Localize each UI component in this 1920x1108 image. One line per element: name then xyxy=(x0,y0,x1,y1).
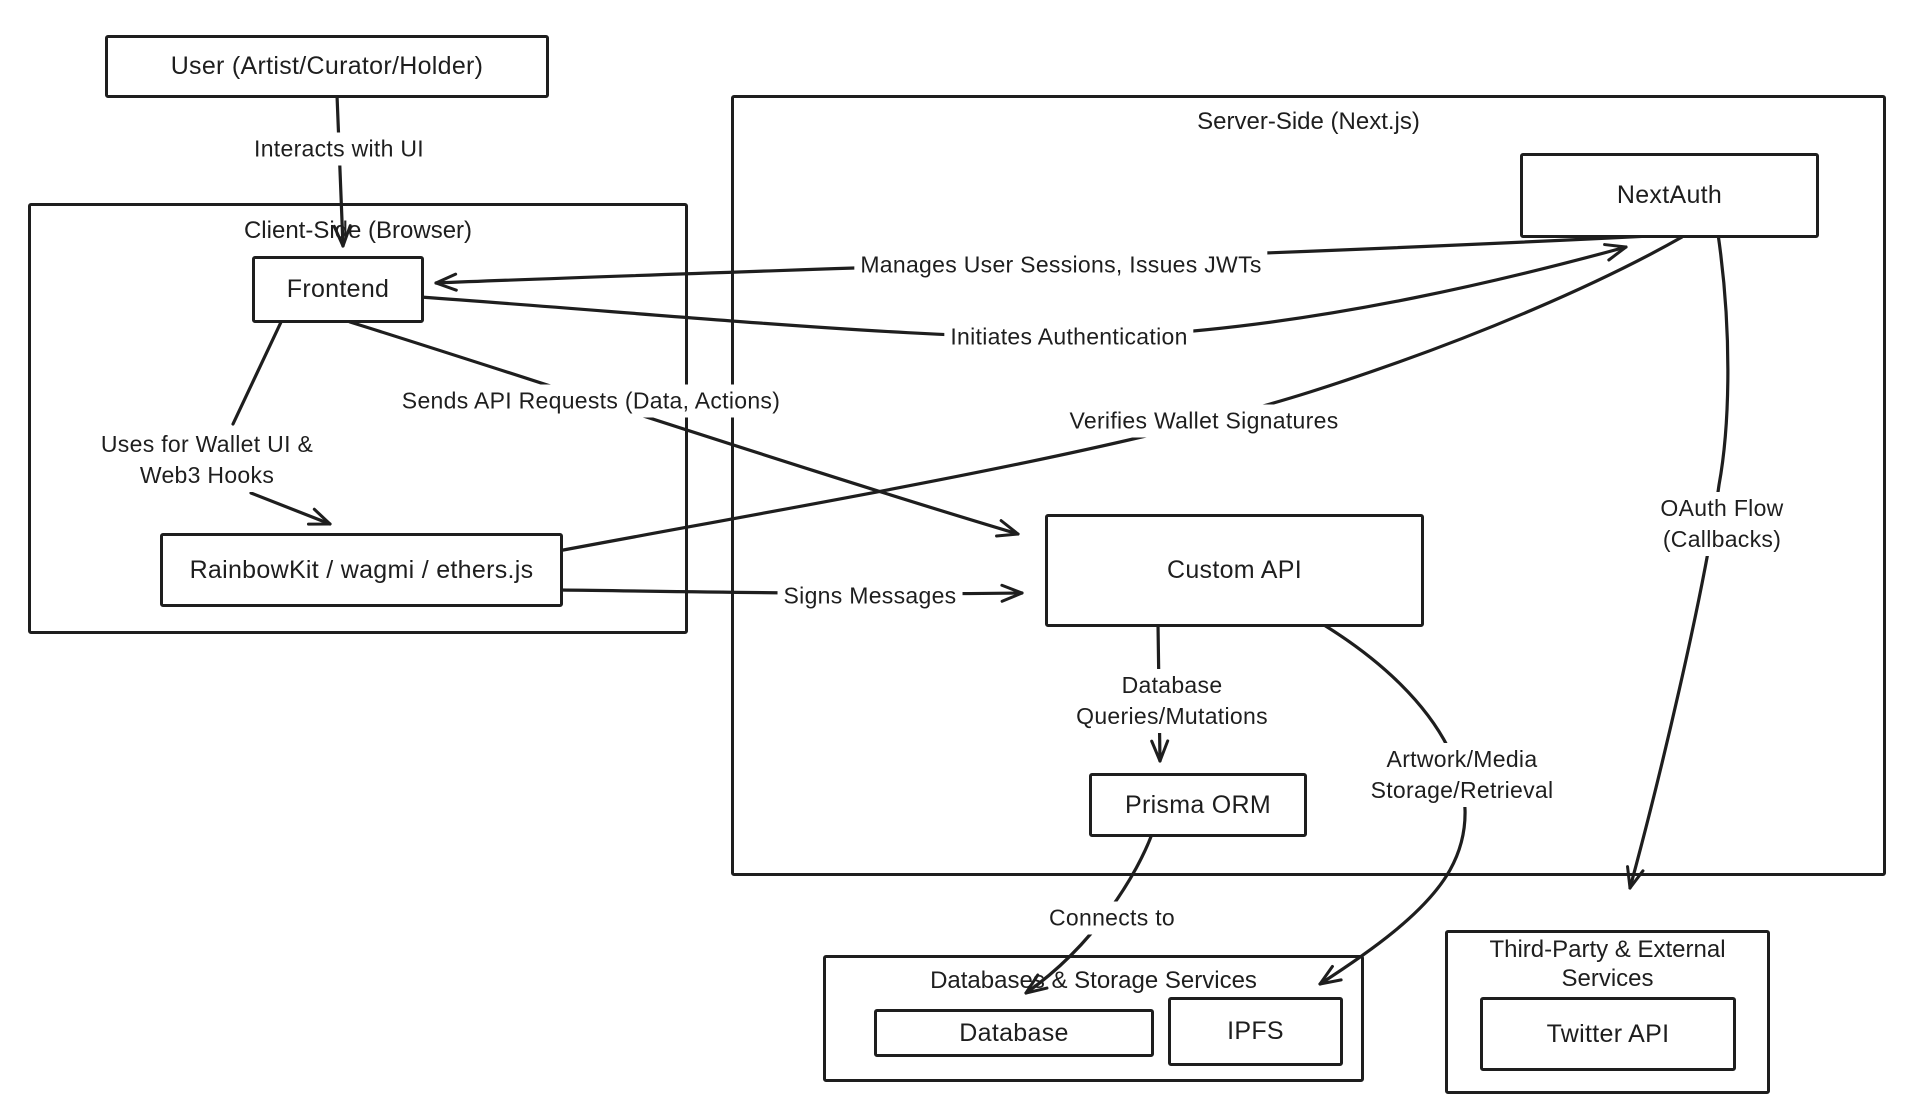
node-frontend[interactable]: Frontend xyxy=(252,256,424,323)
edge-label-manages-sessions: Manages User Sessions, Issues JWTs xyxy=(854,248,1268,282)
edge-label-oauth-flow: OAuth Flow (Callbacks) xyxy=(1654,492,1790,556)
node-twitter-api[interactable]: Twitter API xyxy=(1480,997,1736,1071)
container-third-party-title: Third-Party & External Services xyxy=(1489,936,1726,992)
container-client-side-title: Client-Side (Browser) xyxy=(243,217,473,244)
container-db-services[interactable]: Databases & Storage Services xyxy=(823,955,1364,1082)
node-rainbowkit-wagmi-ethers[interactable]: RainbowKit / wagmi / ethers.js xyxy=(160,533,563,607)
edge-label-initiates-authentication: Initiates Authentication xyxy=(944,320,1194,354)
node-nextauth[interactable]: NextAuth xyxy=(1520,153,1819,238)
arrow-user-to-frontend[interactable] xyxy=(332,93,352,248)
node-database[interactable]: Database xyxy=(874,1009,1154,1057)
arrow-frontend-to-customapi-sends-requests[interactable] xyxy=(348,320,1020,538)
container-server-side[interactable]: Server-Side (Next.js) xyxy=(731,95,1886,876)
container-server-side-title: Server-Side (Next.js) xyxy=(1197,108,1420,135)
arrow-nextauth-to-thirdparty-oauth[interactable] xyxy=(1626,232,1730,890)
container-third-party[interactable]: Third-Party & External Services xyxy=(1445,930,1770,1094)
edge-label-verifies-wallet-signatures: Verifies Wallet Signatures xyxy=(1063,404,1345,438)
edge-label-uses-for-wallet-ui: Uses for Wallet UI & Web3 Hooks xyxy=(94,428,320,492)
edge-label-signs-messages: Signs Messages xyxy=(777,579,963,613)
container-client-side[interactable]: Client-Side (Browser) xyxy=(28,203,688,634)
node-user[interactable]: User (Artist/Curator/Holder) xyxy=(105,35,549,98)
container-db-services-title: Databases & Storage Services xyxy=(930,967,1257,994)
edge-label-artwork-media-storage: Artwork/Media Storage/Retrieval xyxy=(1364,743,1560,807)
arrow-frontend-to-rainbowkit-segment-2[interactable] xyxy=(249,491,332,526)
arrow-frontend-to-rainbowkit-segment-1[interactable] xyxy=(231,318,284,426)
edge-label-database-queries: Database Queries/Mutations xyxy=(1070,669,1274,733)
edge-label-interacts-with-ui: Interacts with UI xyxy=(248,132,430,166)
node-custom-api[interactable]: Custom API xyxy=(1045,514,1424,627)
arrow-customapi-to-ipfs-artwork[interactable] xyxy=(1318,623,1467,986)
edge-label-connects-to: Connects to xyxy=(1042,901,1182,935)
node-ipfs[interactable]: IPFS xyxy=(1168,997,1343,1066)
node-prisma-orm[interactable]: Prisma ORM xyxy=(1089,773,1307,837)
edge-label-sends-api-requests: Sends API Requests (Data, Actions) xyxy=(395,384,787,418)
